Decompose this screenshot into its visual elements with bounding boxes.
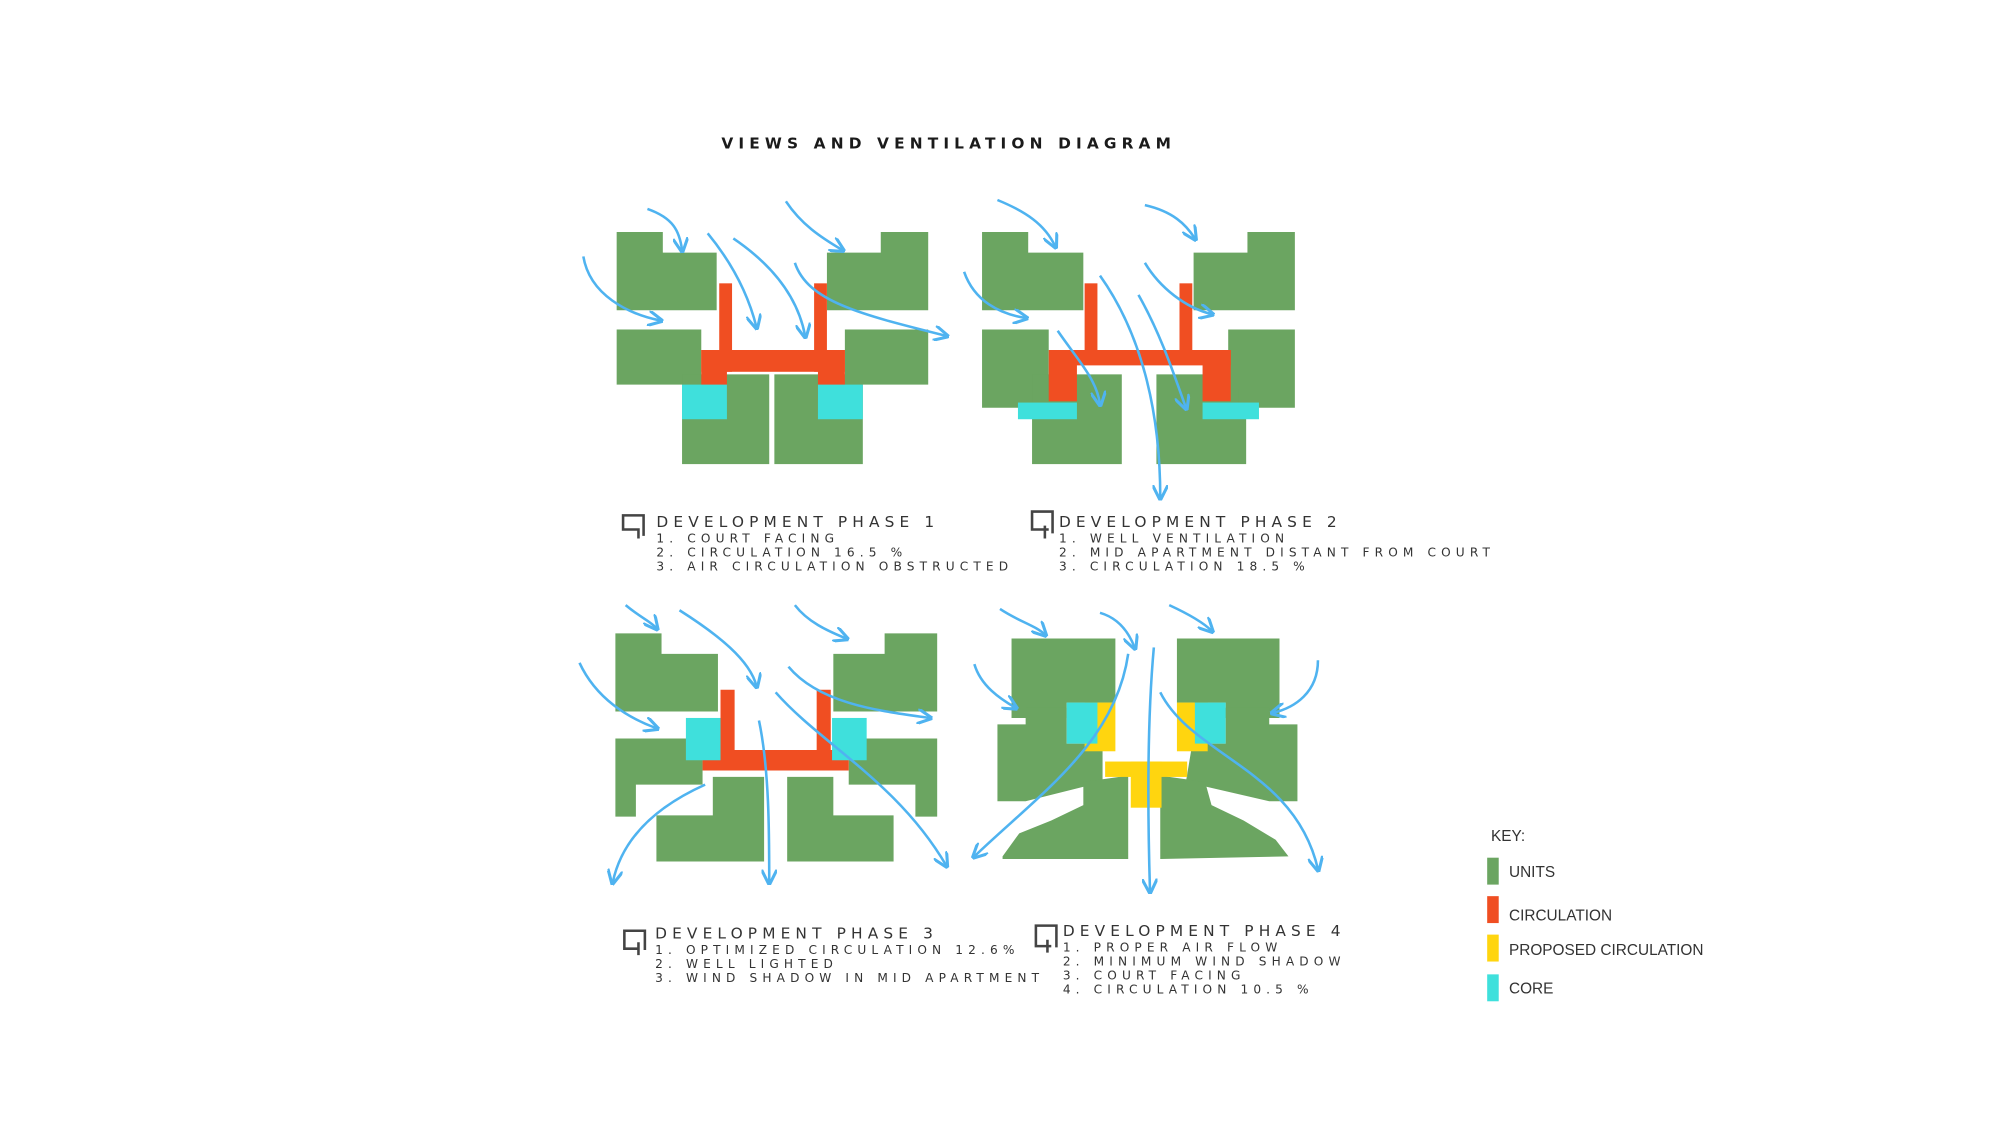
svg-text:1. WELL VENTILATION: 1. WELL VENTILATION bbox=[1059, 531, 1289, 545]
svg-text:DEVELOPMENT PHASE 4: DEVELOPMENT PHASE 4 bbox=[1063, 922, 1346, 940]
svg-text:1. COURT FACING: 1. COURT FACING bbox=[656, 531, 839, 545]
phase-2-plan bbox=[962, 198, 1295, 497]
phase-1-plan bbox=[582, 200, 946, 465]
svg-text:1. PROPER AIR FLOW: 1. PROPER AIR FLOW bbox=[1063, 940, 1283, 954]
legend-swatch-units bbox=[1487, 857, 1499, 885]
phase-marker-icon bbox=[621, 514, 645, 539]
svg-text:DEVELOPMENT PHASE 2: DEVELOPMENT PHASE 2 bbox=[1059, 513, 1342, 531]
legend-swatch-proposed-circulation bbox=[1487, 934, 1499, 962]
phase-marker-icon bbox=[1030, 510, 1054, 539]
phase-3-caption: DEVELOPMENT PHASE 3 1. OPTIMIZED CIRCULA… bbox=[623, 924, 1044, 985]
legend-label-units: UNITS bbox=[1509, 864, 1555, 881]
legend: KEY: UNITS CIRCULATION PROPOSED CIRCULAT… bbox=[1487, 828, 1704, 1002]
svg-text:2. MINIMUM WIND SHADOW: 2. MINIMUM WIND SHADOW bbox=[1063, 954, 1346, 968]
legend-swatch-circulation bbox=[1487, 896, 1499, 924]
phase-3-plan bbox=[578, 604, 946, 882]
phase-marker-icon bbox=[1034, 924, 1058, 953]
svg-text:3. COURT FACING: 3. COURT FACING bbox=[1063, 968, 1246, 982]
diagram-title: VIEWS AND VENTILATION DIAGRAM bbox=[721, 135, 1176, 153]
svg-text:2. MID APARTMENT DISTANT FROM: 2. MID APARTMENT DISTANT FROM COURT bbox=[1059, 545, 1495, 559]
legend-label-proposed-circulation: PROPOSED CIRCULATION bbox=[1509, 942, 1704, 959]
phase-1-caption: DEVELOPMENT PHASE 1 1. COURT FACING 2. C… bbox=[621, 513, 1013, 574]
svg-text:3. CIRCULATION 18.5 %: 3. CIRCULATION 18.5 % bbox=[1059, 560, 1310, 574]
svg-text:2. CIRCULATION 16.5 %: 2. CIRCULATION 16.5 % bbox=[656, 545, 907, 559]
phase-2-caption: DEVELOPMENT PHASE 2 1. WELL VENTILATION … bbox=[1030, 510, 1495, 574]
legend-label-core: CORE bbox=[1509, 981, 1553, 998]
svg-text:4. CIRCULATION 10.5 %: 4. CIRCULATION 10.5 % bbox=[1063, 983, 1314, 997]
svg-text:2. WELL LIGHTED: 2. WELL LIGHTED bbox=[655, 957, 838, 971]
svg-text:3. WIND SHADOW IN MID APARTMEN: 3. WIND SHADOW IN MID APARTMENT bbox=[655, 971, 1044, 985]
svg-text:DEVELOPMENT PHASE 3: DEVELOPMENT PHASE 3 bbox=[655, 924, 938, 942]
legend-label-circulation: CIRCULATION bbox=[1509, 908, 1612, 925]
legend-swatch-core bbox=[1487, 974, 1499, 1002]
legend-title: KEY: bbox=[1491, 828, 1525, 845]
svg-text:1. OPTIMIZED CIRCULATION 12.6%: 1. OPTIMIZED CIRCULATION 12.6% bbox=[655, 943, 1019, 957]
phase-4-plan bbox=[974, 603, 1318, 891]
svg-text:3. AIR CIRCULATION OBSTRUCTED: 3. AIR CIRCULATION OBSTRUCTED bbox=[656, 560, 1013, 574]
phase-4-caption: DEVELOPMENT PHASE 4 1. PROPER AIR FLOW 2… bbox=[1034, 922, 1346, 997]
svg-text:DEVELOPMENT PHASE 1: DEVELOPMENT PHASE 1 bbox=[656, 513, 939, 531]
phase-marker-icon bbox=[623, 929, 647, 956]
